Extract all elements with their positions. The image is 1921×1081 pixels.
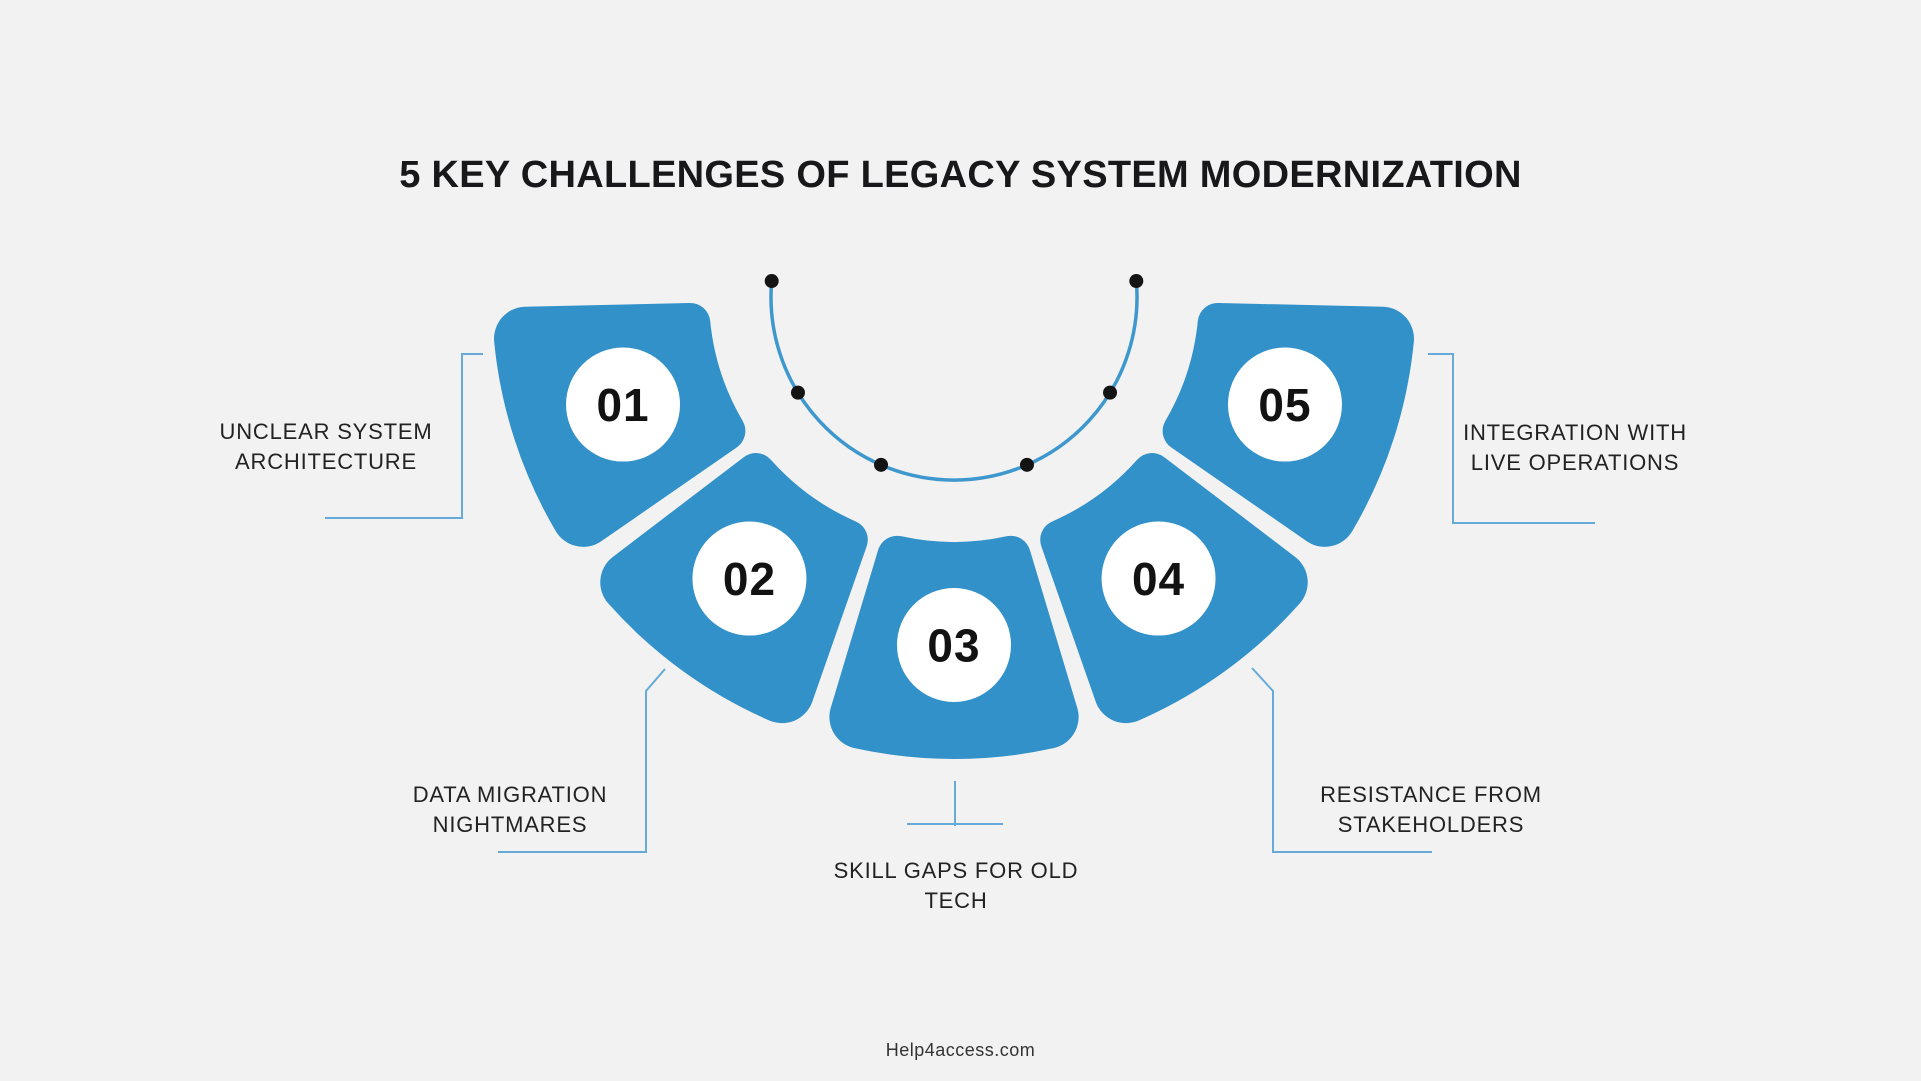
wedge-segments: 01 02 03 04 05 xyxy=(494,302,1414,760)
arc-dot xyxy=(790,385,805,400)
guide-arc xyxy=(769,280,1139,482)
segment-label-5: INTEGRATION WITH LIVE OPERATIONS xyxy=(1463,420,1687,475)
segment-label-2: DATA MIGRATION NIGHTMARES xyxy=(412,782,608,837)
segment-number-circle-03 xyxy=(897,588,1011,702)
segment-number-05: 05 xyxy=(1258,379,1311,431)
segment-number-04: 04 xyxy=(1132,553,1185,605)
segment-05: 05 xyxy=(1162,302,1414,547)
segment-03: 03 xyxy=(829,535,1079,760)
connector-line-2 xyxy=(498,668,666,853)
arc-dot xyxy=(1103,385,1118,400)
arc-dot xyxy=(1019,457,1034,472)
segment-label-3: SKILL GAPS FOR OLD TECH xyxy=(833,858,1079,913)
segment-01: 01 xyxy=(494,302,746,547)
segment-number-circle-02 xyxy=(692,521,807,636)
guide-arc-dots xyxy=(764,274,1144,472)
arc-dot xyxy=(874,457,889,472)
connector-line-4 xyxy=(1251,667,1432,853)
page-title: 5 KEY CHALLENGES OF LEGACY SYSTEM MODERN… xyxy=(399,154,1522,196)
arc-dot xyxy=(1129,274,1144,289)
segment-number-03: 03 xyxy=(927,620,980,672)
connector-line-5 xyxy=(1428,353,1595,524)
segment-label-1: UNCLEAR SYSTEM ARCHITECTURE xyxy=(219,419,433,474)
segment-number-circle-05 xyxy=(1227,347,1342,462)
arc-dot xyxy=(764,274,779,289)
segment-number-02: 02 xyxy=(723,553,776,605)
segment-04: 04 xyxy=(1040,453,1308,724)
segment-number-01: 01 xyxy=(596,379,649,431)
segment-number-circle-04 xyxy=(1101,521,1216,636)
footer-brand: Help4access.com xyxy=(885,1040,1036,1060)
segment-02: 02 xyxy=(600,453,868,724)
segment-label-4: RESISTANCE FROM STAKEHOLDERS xyxy=(1320,782,1542,837)
connector-line-3 xyxy=(907,781,1003,826)
segment-number-circle-01 xyxy=(566,347,681,462)
connector-line-1 xyxy=(325,353,483,519)
